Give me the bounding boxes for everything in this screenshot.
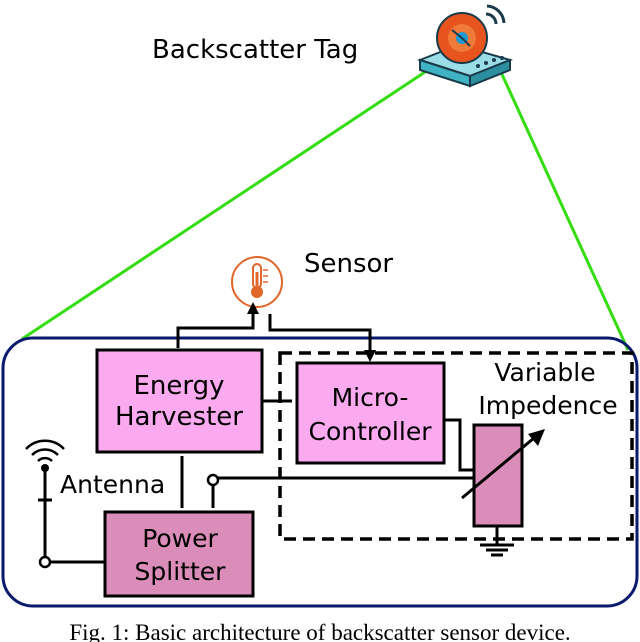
variable-impedance-line2: Impedence	[478, 391, 617, 420]
impedance-region	[278, 351, 634, 541]
terminal-splitter	[206, 473, 220, 487]
power-splitter-line2: Splitter	[135, 557, 227, 586]
thermometer-icon	[231, 256, 283, 308]
microcontroller-line1: Micro-	[332, 383, 409, 412]
microcontroller-line2: Controller	[309, 417, 433, 446]
energy-harvester-block: Energy Harvester	[95, 348, 264, 454]
link-line-right	[498, 69, 630, 351]
device-boundary	[1, 336, 639, 608]
terminal-antenna	[38, 555, 52, 569]
microcontroller-block: Micro- Controller	[295, 361, 446, 465]
link-line-left	[21, 68, 429, 341]
sensor-label: Sensor	[304, 249, 393, 279]
power-splitter-block: Power Splitter	[103, 510, 255, 598]
antenna-label: Antenna	[60, 470, 165, 499]
power-splitter-line1: Power	[142, 524, 218, 553]
variable-impedance-line1: Variable	[494, 358, 595, 387]
figure-caption: Fig. 1: Basic architecture of backscatte…	[69, 620, 571, 642]
arrow-sensor	[247, 302, 259, 314]
tag-label: Backscatter Tag	[152, 35, 358, 65]
router-icon	[417, 4, 514, 88]
variable-impedance-block	[461, 423, 545, 528]
arrow-mcu	[364, 350, 376, 362]
energy-harvester-line1: Energy	[133, 371, 224, 401]
energy-harvester-line2: Harvester	[115, 402, 243, 432]
antenna-icon	[25, 439, 65, 502]
